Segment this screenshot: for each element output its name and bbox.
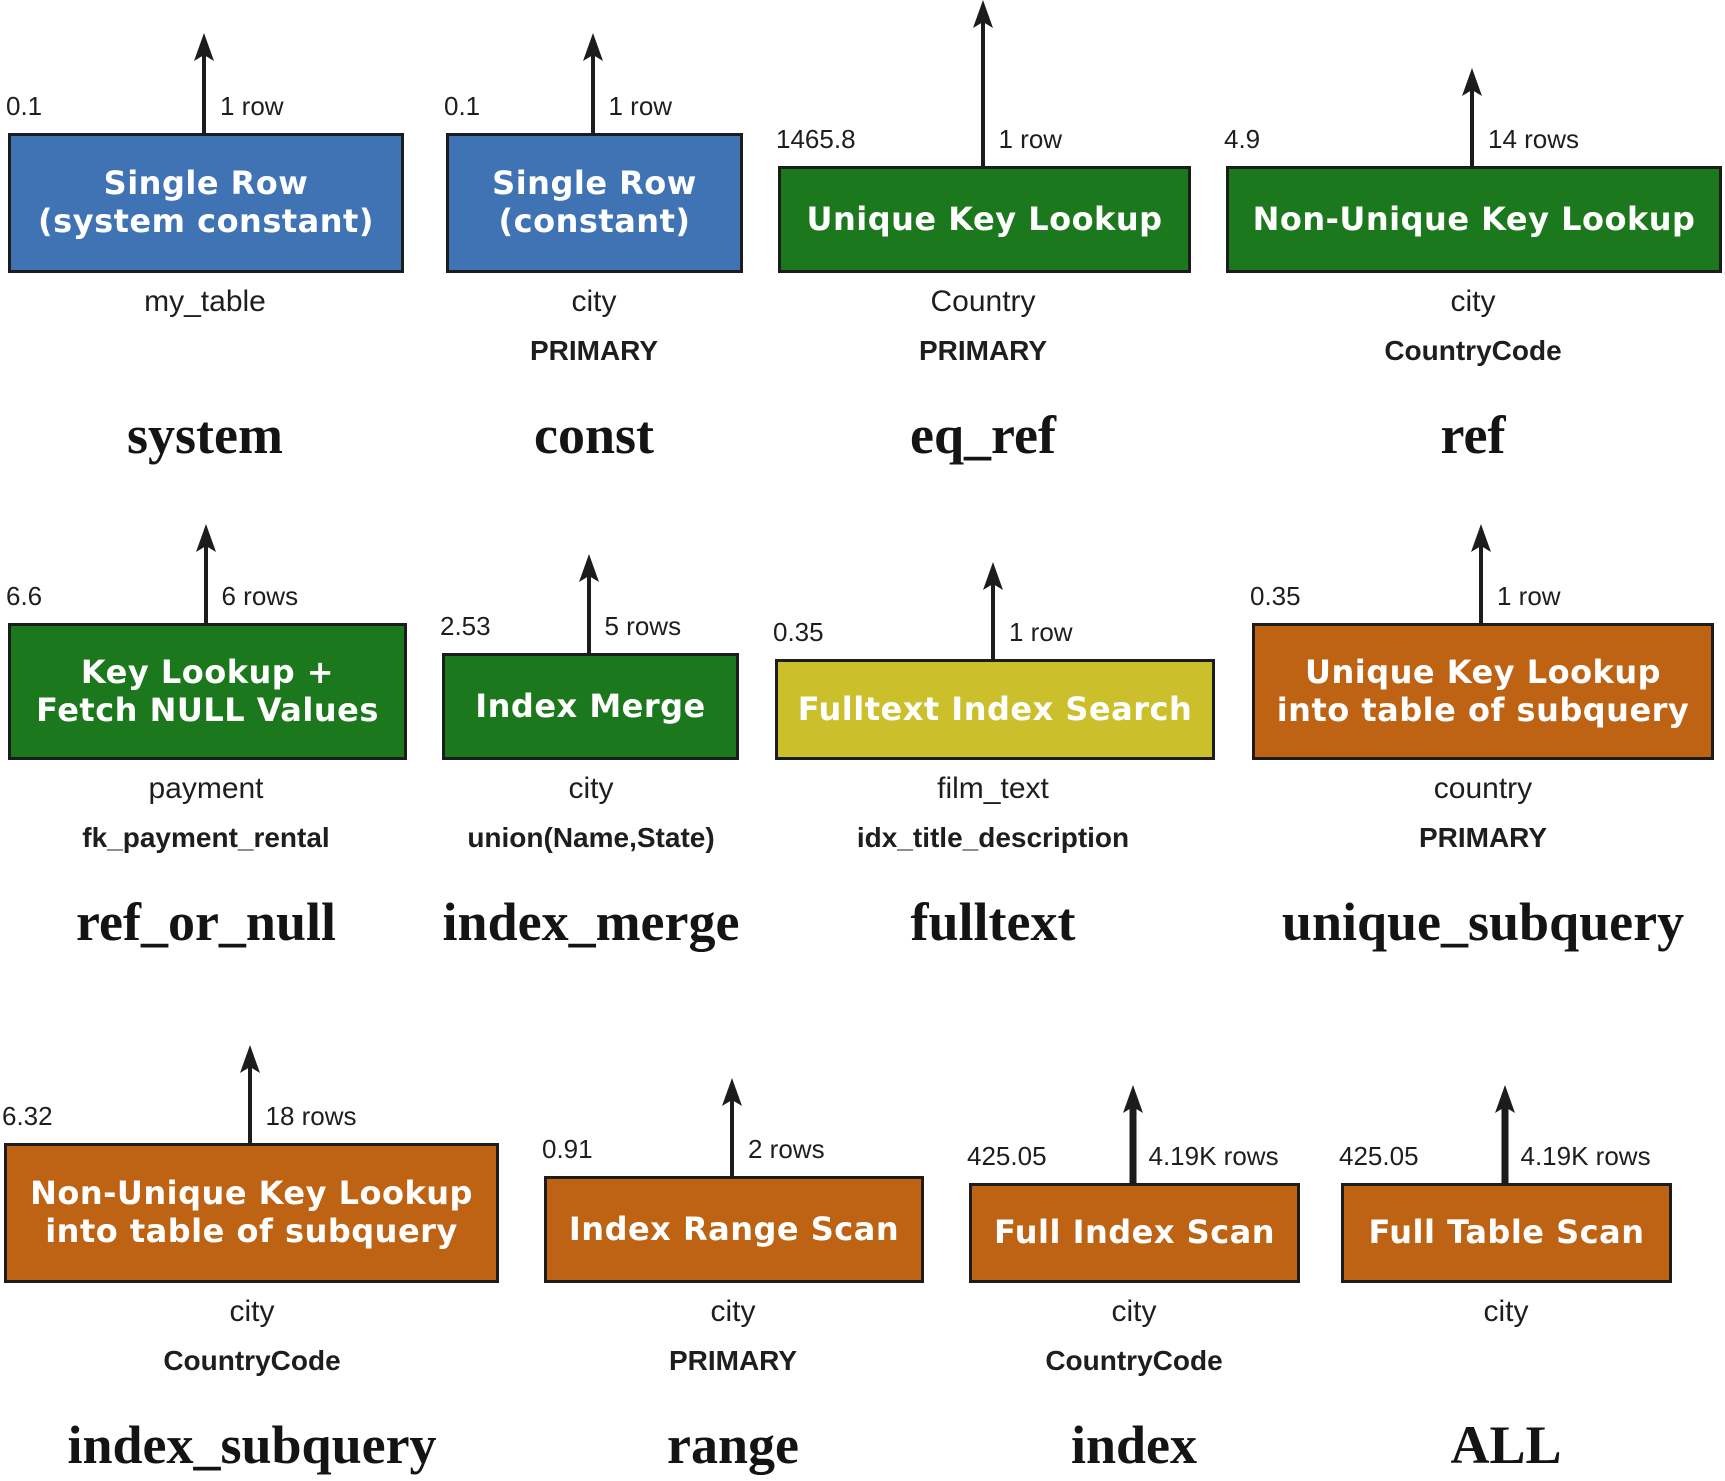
- access-type-name: unique_subquery: [1281, 892, 1685, 952]
- key-name: idx_title_description: [856, 822, 1130, 853]
- access-type-name: index: [1070, 1415, 1198, 1475]
- key-name: fk_payment_rental: [82, 822, 330, 853]
- up-arrow-icon: [1469, 524, 1493, 623]
- up-arrow-icon-svg: [239, 1045, 260, 1143]
- key-name: PRIMARY: [529, 335, 659, 366]
- table-name: payment: [148, 772, 264, 805]
- cost-label: 6.6: [6, 581, 43, 611]
- key-name: CountryCode: [1045, 1345, 1223, 1376]
- rows-label: 4.19K rows: [1148, 1141, 1279, 1171]
- key-name: union(Name,State): [467, 822, 715, 853]
- table-name: city: [229, 1295, 275, 1328]
- operation-box: Full Table Scan: [1341, 1183, 1672, 1283]
- up-arrow-icon: [971, 0, 995, 166]
- key-name: CountryCode: [1384, 335, 1562, 366]
- operation-box: Unique Key Lookup: [778, 166, 1191, 273]
- up-arrow-icon-svg: [194, 33, 214, 133]
- rows-label: 1 row: [220, 91, 284, 121]
- table-name: my_table: [144, 285, 266, 318]
- table-name: city: [1111, 1295, 1157, 1328]
- up-arrow-icon: [1493, 1085, 1517, 1183]
- table-name: film_text: [937, 772, 1049, 805]
- cost-label: 1465.8: [776, 124, 856, 154]
- up-arrow-icon-svg: [722, 1078, 742, 1176]
- table-name: city: [710, 1295, 756, 1328]
- table-name: country: [1433, 772, 1533, 805]
- up-arrow-icon-svg: [1122, 1085, 1143, 1183]
- up-arrow-icon-svg: [972, 0, 993, 166]
- up-arrow-icon-svg: [578, 554, 599, 653]
- rows-label: 14 rows: [1488, 124, 1580, 154]
- up-arrow-icon: [577, 554, 601, 653]
- up-arrow-icon: [720, 1078, 744, 1176]
- up-arrow-icon: [981, 562, 1005, 659]
- access-type-name: index_merge: [442, 892, 740, 952]
- operation-box: Unique Key Lookup into table of subquery: [1252, 623, 1714, 760]
- rows-label: 1 row: [1497, 581, 1561, 611]
- cost-label: 425.05: [967, 1141, 1047, 1171]
- operation-box: Single Row (constant): [446, 133, 743, 273]
- rows-label: 1 row: [1009, 617, 1073, 647]
- operation-box: Non-Unique Key Lookup into table of subq…: [4, 1143, 499, 1283]
- operation-box: Index Range Scan: [544, 1176, 924, 1283]
- table-name: city: [568, 772, 614, 805]
- cost-label: 0.35: [773, 617, 824, 647]
- table-name: Country: [930, 285, 1036, 318]
- key-name: CountryCode: [163, 1345, 341, 1376]
- access-type-name: ALL: [1450, 1415, 1562, 1475]
- cost-label: 0.1: [6, 91, 43, 121]
- up-arrow-icon-svg: [1462, 68, 1482, 166]
- access-type-name: index_subquery: [67, 1415, 437, 1475]
- table-name: city: [1450, 285, 1496, 318]
- key-name: PRIMARY: [1418, 822, 1548, 853]
- up-arrow-icon-svg: [582, 33, 603, 133]
- key-name: PRIMARY: [918, 335, 1048, 366]
- up-arrow-icon-svg: [195, 524, 216, 623]
- up-arrow-icon-svg: [983, 562, 1003, 659]
- rows-label: 1 row: [998, 124, 1063, 154]
- up-arrow-icon-svg: [1494, 1085, 1515, 1183]
- access-type-name: system: [127, 405, 283, 465]
- rows-label: 2 rows: [748, 1134, 825, 1164]
- table-name: city: [571, 285, 617, 318]
- access-type-name: ref: [1440, 405, 1506, 465]
- rows-label: 5 rows: [604, 611, 682, 641]
- up-arrow-icon: [1121, 1085, 1145, 1183]
- up-arrow-icon: [581, 33, 605, 133]
- operation-box: Key Lookup + Fetch NULL Values: [8, 623, 407, 760]
- up-arrow-icon: [194, 524, 218, 623]
- access-type-name: range: [667, 1415, 799, 1475]
- operation-box: Single Row (system constant): [8, 133, 404, 273]
- rows-label: 18 rows: [265, 1101, 357, 1131]
- operation-box: Index Merge: [442, 653, 739, 760]
- access-type-name: fulltext: [910, 892, 1076, 952]
- rows-label: 1 row: [608, 91, 673, 121]
- access-type-name: ref_or_null: [76, 892, 336, 952]
- up-arrow-icon: [1460, 68, 1484, 166]
- up-arrow-icon: [238, 1045, 262, 1143]
- cost-label: 0.35: [1250, 581, 1301, 611]
- rows-label: 6 rows: [221, 581, 299, 611]
- operation-box: Non-Unique Key Lookup: [1226, 166, 1722, 273]
- cost-label: 0.91: [542, 1134, 593, 1164]
- operation-box: Full Index Scan: [969, 1183, 1300, 1283]
- up-arrow-icon: [192, 33, 216, 133]
- cost-label: 4.9: [1224, 124, 1261, 154]
- cost-label: 2.53: [440, 611, 491, 641]
- cost-label: 6.32: [2, 1101, 53, 1131]
- operation-box: Fulltext Index Search: [775, 659, 1215, 760]
- access-type-name: const: [534, 405, 654, 465]
- table-name: city: [1483, 1295, 1529, 1328]
- cost-label: 425.05: [1339, 1141, 1419, 1171]
- rows-label: 4.19K rows: [1520, 1141, 1651, 1171]
- cost-label: 0.1: [444, 91, 481, 121]
- key-name: PRIMARY: [668, 1345, 798, 1376]
- up-arrow-icon-svg: [1471, 524, 1491, 623]
- access-type-name: eq_ref: [910, 405, 1056, 465]
